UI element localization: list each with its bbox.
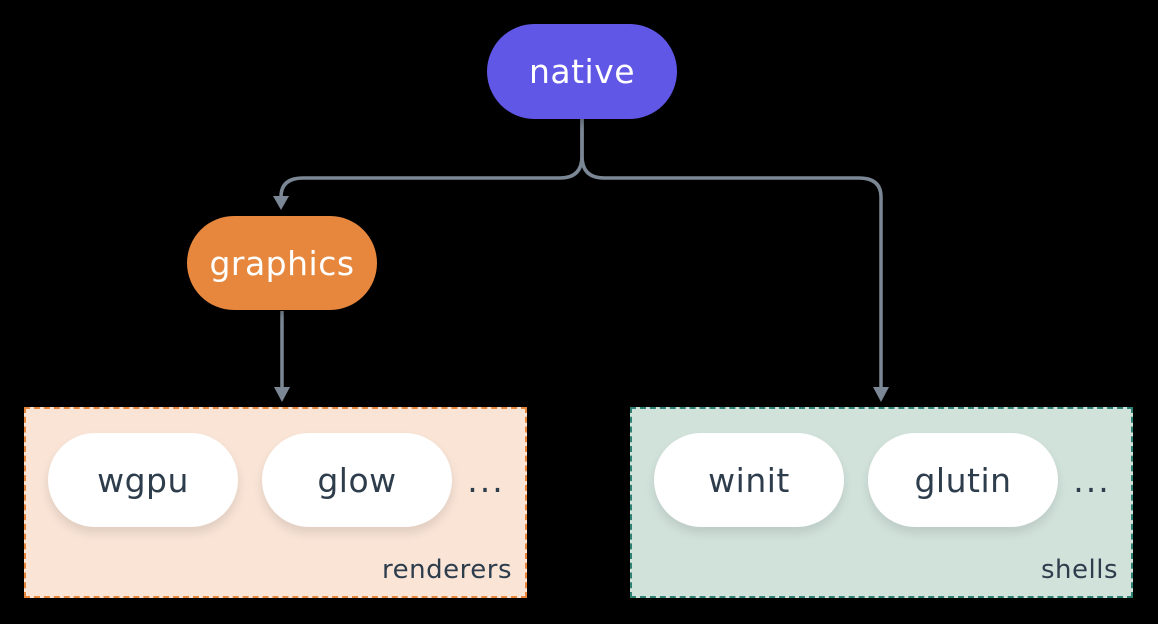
node-glow: glow: [262, 433, 452, 527]
edge-native-to-shells: [580, 119, 883, 388]
node-graphics: graphics: [187, 216, 377, 310]
group-label-renderers: renderers: [382, 555, 512, 585]
arrowhead-into-graphics: [273, 196, 289, 210]
arrowhead-into-shells: [873, 387, 889, 402]
edge-native-to-graphics: [279, 119, 584, 198]
shells-ellipsis: ...: [1073, 460, 1111, 500]
group-label-shells: shells: [1040, 555, 1118, 585]
node-winit: winit: [654, 433, 844, 527]
node-native: native: [487, 24, 677, 119]
arrowhead-into-renderers: [274, 387, 290, 402]
node-wgpu: wgpu: [48, 433, 238, 527]
group-shells: winit glutin ... shells: [630, 407, 1133, 598]
renderers-ellipsis: ...: [467, 460, 505, 500]
group-renderers: wgpu glow ... renderers: [24, 407, 527, 598]
node-glutin: glutin: [868, 433, 1058, 527]
